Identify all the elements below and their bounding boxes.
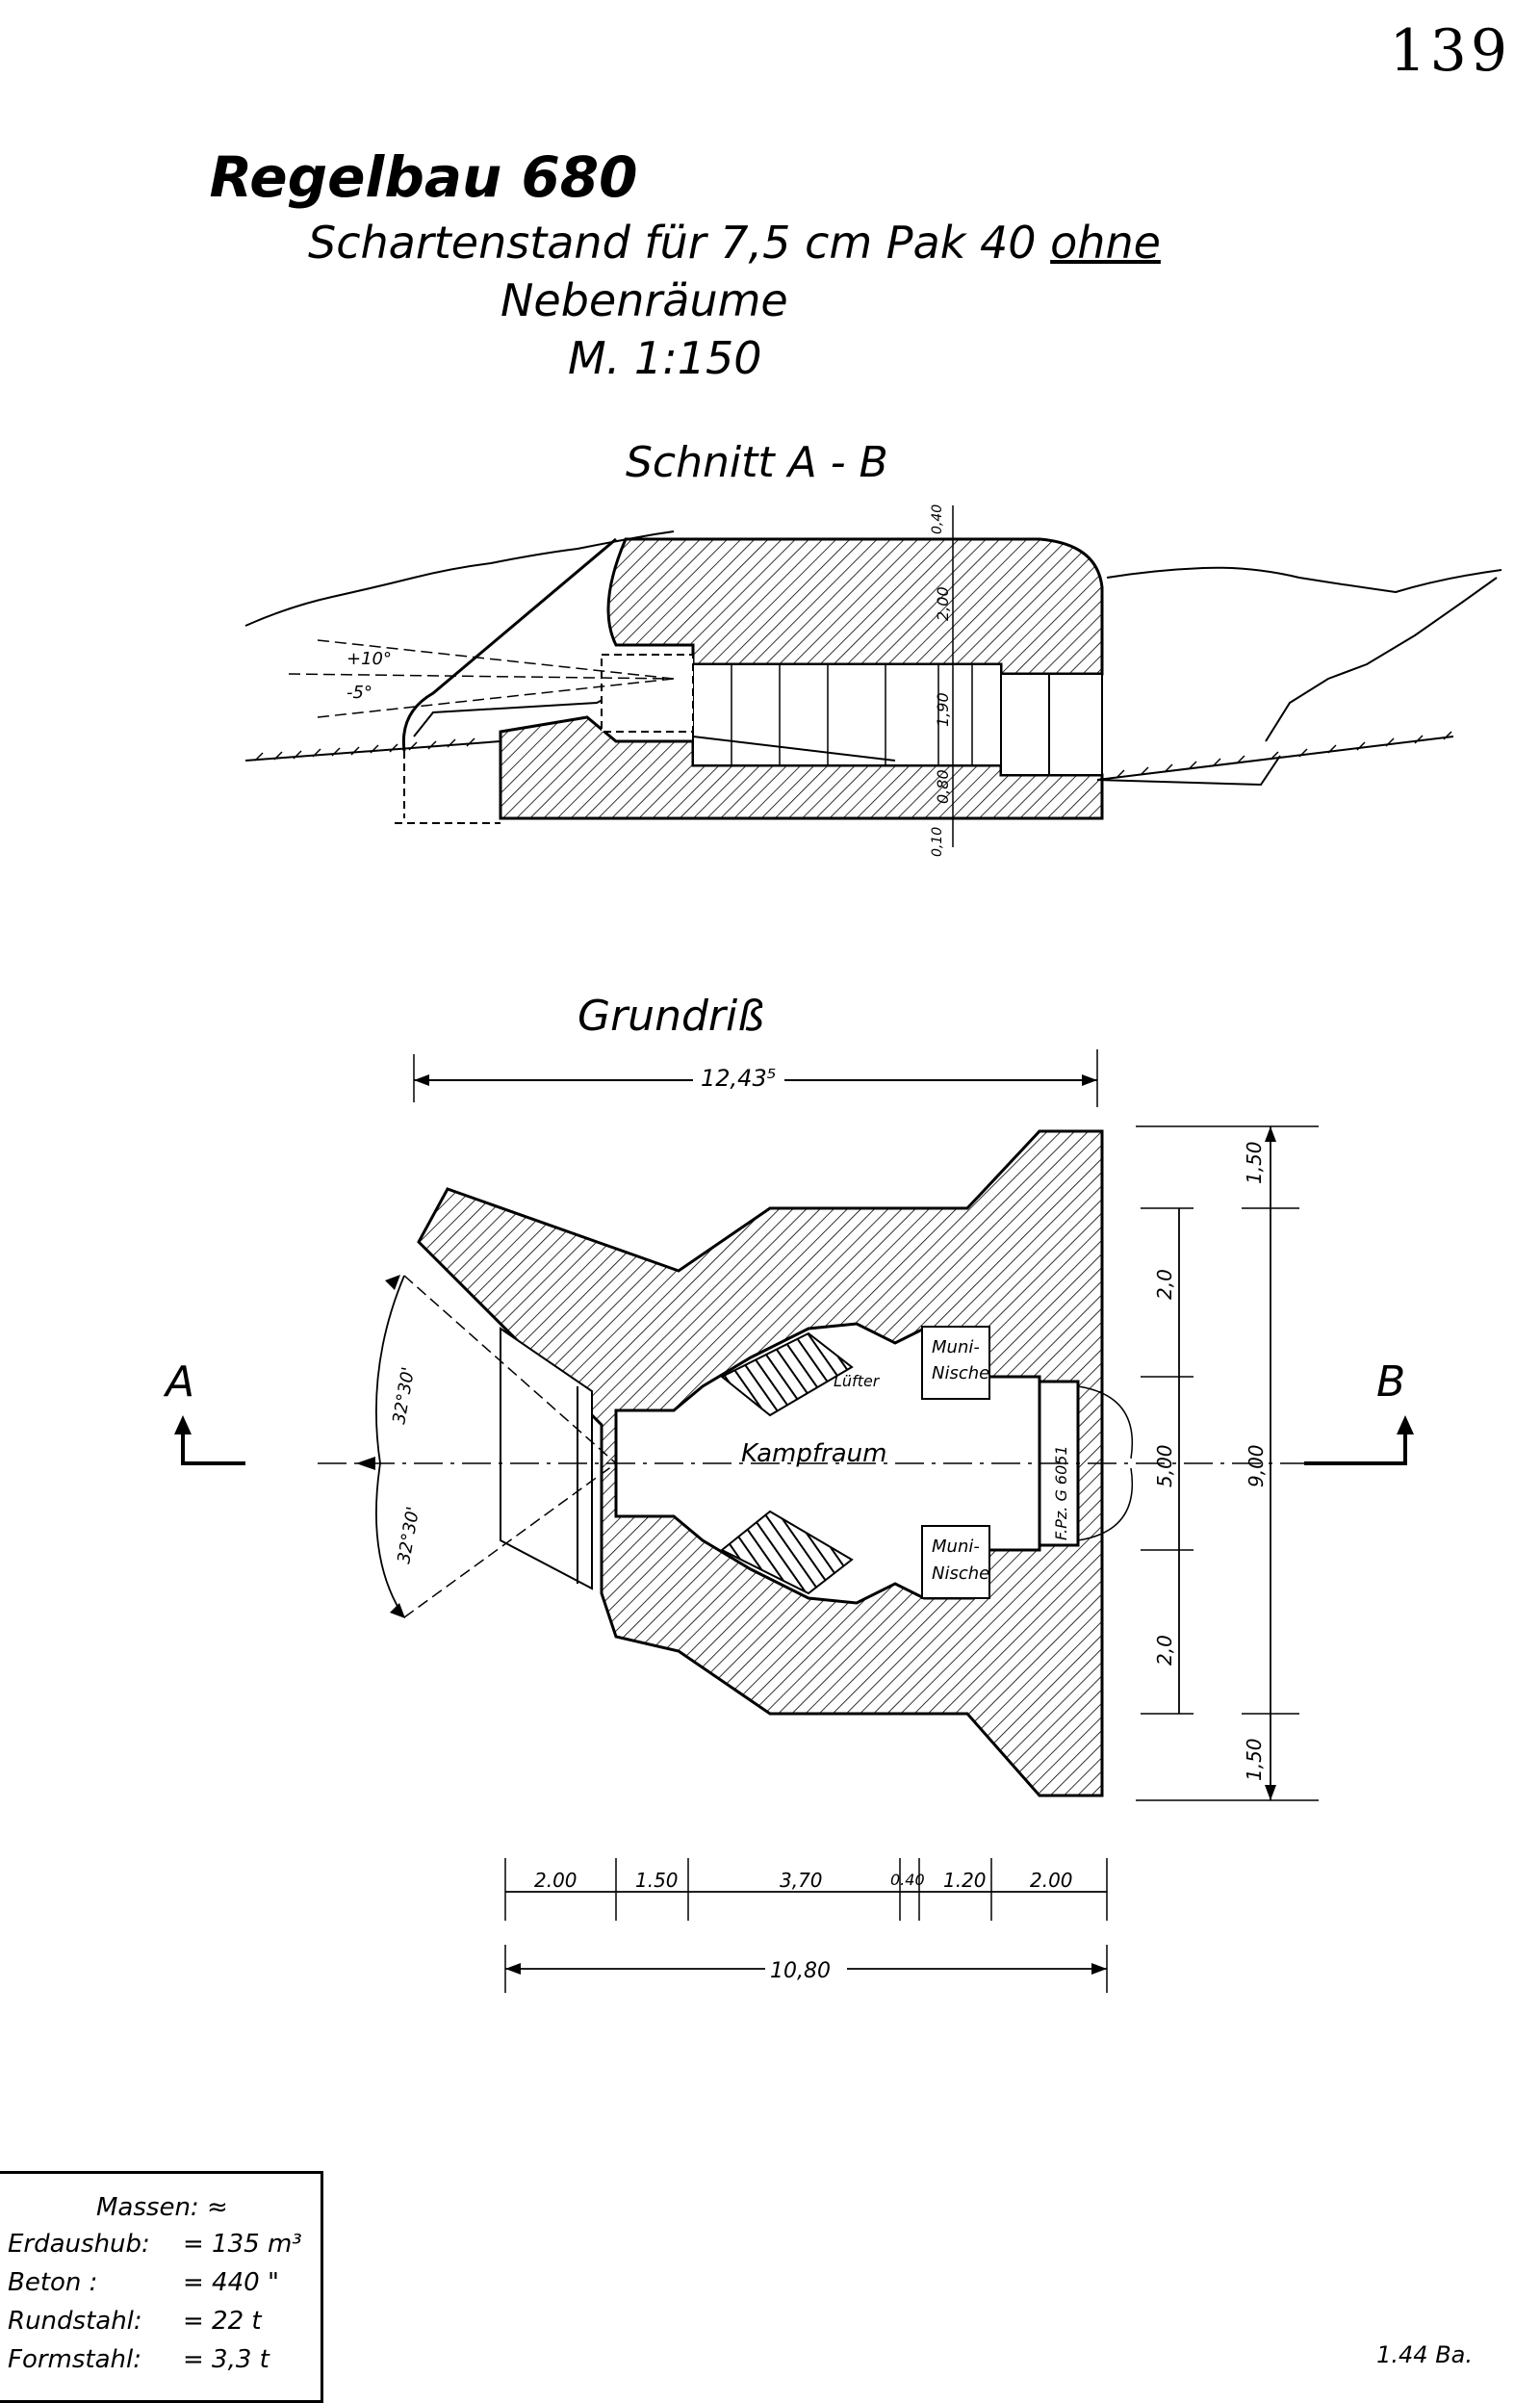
terrain-line	[244, 530, 675, 627]
fire-cone	[288, 639, 675, 718]
right-dim-500: 5,00	[1153, 1444, 1176, 1487]
niche-bottom-label-2: Nische	[932, 1563, 989, 1584]
section-heading: Schnitt A - B	[626, 438, 888, 487]
plan-heading: Grundriß	[578, 992, 764, 1041]
front-slope	[401, 537, 617, 752]
quantity-value-3: = 22 t	[183, 2307, 262, 2336]
bottom-dim-6: 2.00	[1030, 1869, 1073, 1892]
ground-ticks-left	[254, 737, 475, 762]
bottom-total-label: 10,80	[770, 1959, 831, 1983]
door-label: F.Pz. G 6051	[1052, 1445, 1070, 1540]
niche-bottom-label-1: Muni-	[932, 1537, 980, 1557]
traverse-ray-top	[403, 1275, 617, 1464]
foundation-dashed	[395, 751, 500, 824]
bottom-dim-1: 2.00	[534, 1869, 578, 1892]
bottom-dim-2: 1.50	[635, 1869, 679, 1892]
angle-top-label: 32°30'	[389, 1365, 419, 1426]
section-room	[692, 663, 1002, 766]
marker-a-label: A	[163, 1357, 194, 1407]
bottom-dim-3: 3,70	[780, 1869, 823, 1892]
door-swing-bottom	[1077, 1467, 1133, 1541]
gun-embrasure	[601, 654, 694, 733]
page-number: 139	[1389, 17, 1511, 85]
dim-040: 0,40	[930, 504, 945, 534]
quantity-value-4: = 3,3 t	[183, 2345, 270, 2374]
excavation-outline	[1096, 755, 1281, 787]
munition-niche-bottom	[921, 1525, 990, 1599]
niche-top-label-2: Nische	[932, 1363, 989, 1383]
munition-niche-top	[921, 1326, 990, 1400]
section-room-verticals	[731, 664, 973, 765]
bottom-dim-5: 1.20	[943, 1869, 987, 1892]
quantity-label-2: Beton :	[8, 2268, 98, 2297]
marker-a: A	[163, 1357, 245, 1465]
quantities-heading: Massen: ≈	[96, 2193, 228, 2222]
embrasure-wedge	[500, 1327, 593, 1590]
stairs-bottom	[720, 1510, 854, 1595]
door-swing-top	[1077, 1385, 1133, 1460]
quantity-value-1: = 135 m³	[183, 2230, 302, 2259]
subtitle-underlined: ohne	[1050, 217, 1161, 269]
lufter-label: Lüfter	[834, 1372, 881, 1390]
subtitle-line3: Nebenräume	[500, 274, 788, 326]
right-dim-150-bottom: 1,50	[1243, 1738, 1266, 1781]
bottom-dim-4: 0.40	[890, 1871, 925, 1889]
dim-080: 0,80	[934, 769, 952, 804]
ground-line-right	[1096, 736, 1454, 781]
drawing-title: Regelbau 680	[209, 144, 638, 210]
dim-010: 0,10	[930, 827, 945, 857]
earth-slope	[1265, 577, 1498, 742]
subtitle-text: Schartenstand für 7,5 cm Pak 40	[308, 217, 1051, 269]
right-dim-150-top: 1,50	[1243, 1141, 1266, 1184]
scale-label: M. 1:150	[568, 332, 762, 384]
angle-bottom-label: 32°30'	[394, 1505, 424, 1565]
quantity-value-2: = 440 "	[183, 2268, 279, 2297]
marker-b: B	[1304, 1357, 1414, 1465]
dim-200: 2,00	[934, 586, 952, 621]
stairs-top	[720, 1331, 854, 1417]
right-dim-900: 9,00	[1245, 1444, 1268, 1487]
right-dim-20-top: 2,0	[1153, 1269, 1176, 1300]
angle-up-label: +10°	[346, 649, 392, 669]
signature: 1.44 Ba.	[1376, 2341, 1473, 2368]
traverse-arc	[375, 1275, 405, 1618]
quantity-label-4: Formstahl:	[8, 2345, 142, 2374]
marker-b-label: B	[1376, 1357, 1405, 1407]
terrain-line-right	[1106, 566, 1502, 594]
gun-ramp	[692, 736, 896, 762]
traverse-ray-bottom	[403, 1462, 617, 1618]
niche-top-label-1: Muni-	[932, 1337, 980, 1357]
angle-down-label: -5°	[346, 683, 372, 703]
right-dim-20-bottom: 2,0	[1153, 1635, 1176, 1666]
ground-ticks-right	[1116, 731, 1452, 779]
quantities-box: Massen: ≈ Erdaushub: = 135 m³ Beton : = …	[0, 2171, 323, 2403]
quantity-label-3: Rundstahl:	[8, 2307, 142, 2336]
quantity-label-1: Erdaushub:	[8, 2230, 150, 2259]
plan-width-label: 12,43⁵	[701, 1065, 776, 1092]
drawing-subtitle: Schartenstand für 7,5 cm Pak 40 ohne	[308, 217, 1174, 269]
plan-concrete	[417, 1129, 1104, 1797]
dim-190: 1,90	[934, 692, 952, 727]
rear-door-block	[1000, 673, 1103, 776]
